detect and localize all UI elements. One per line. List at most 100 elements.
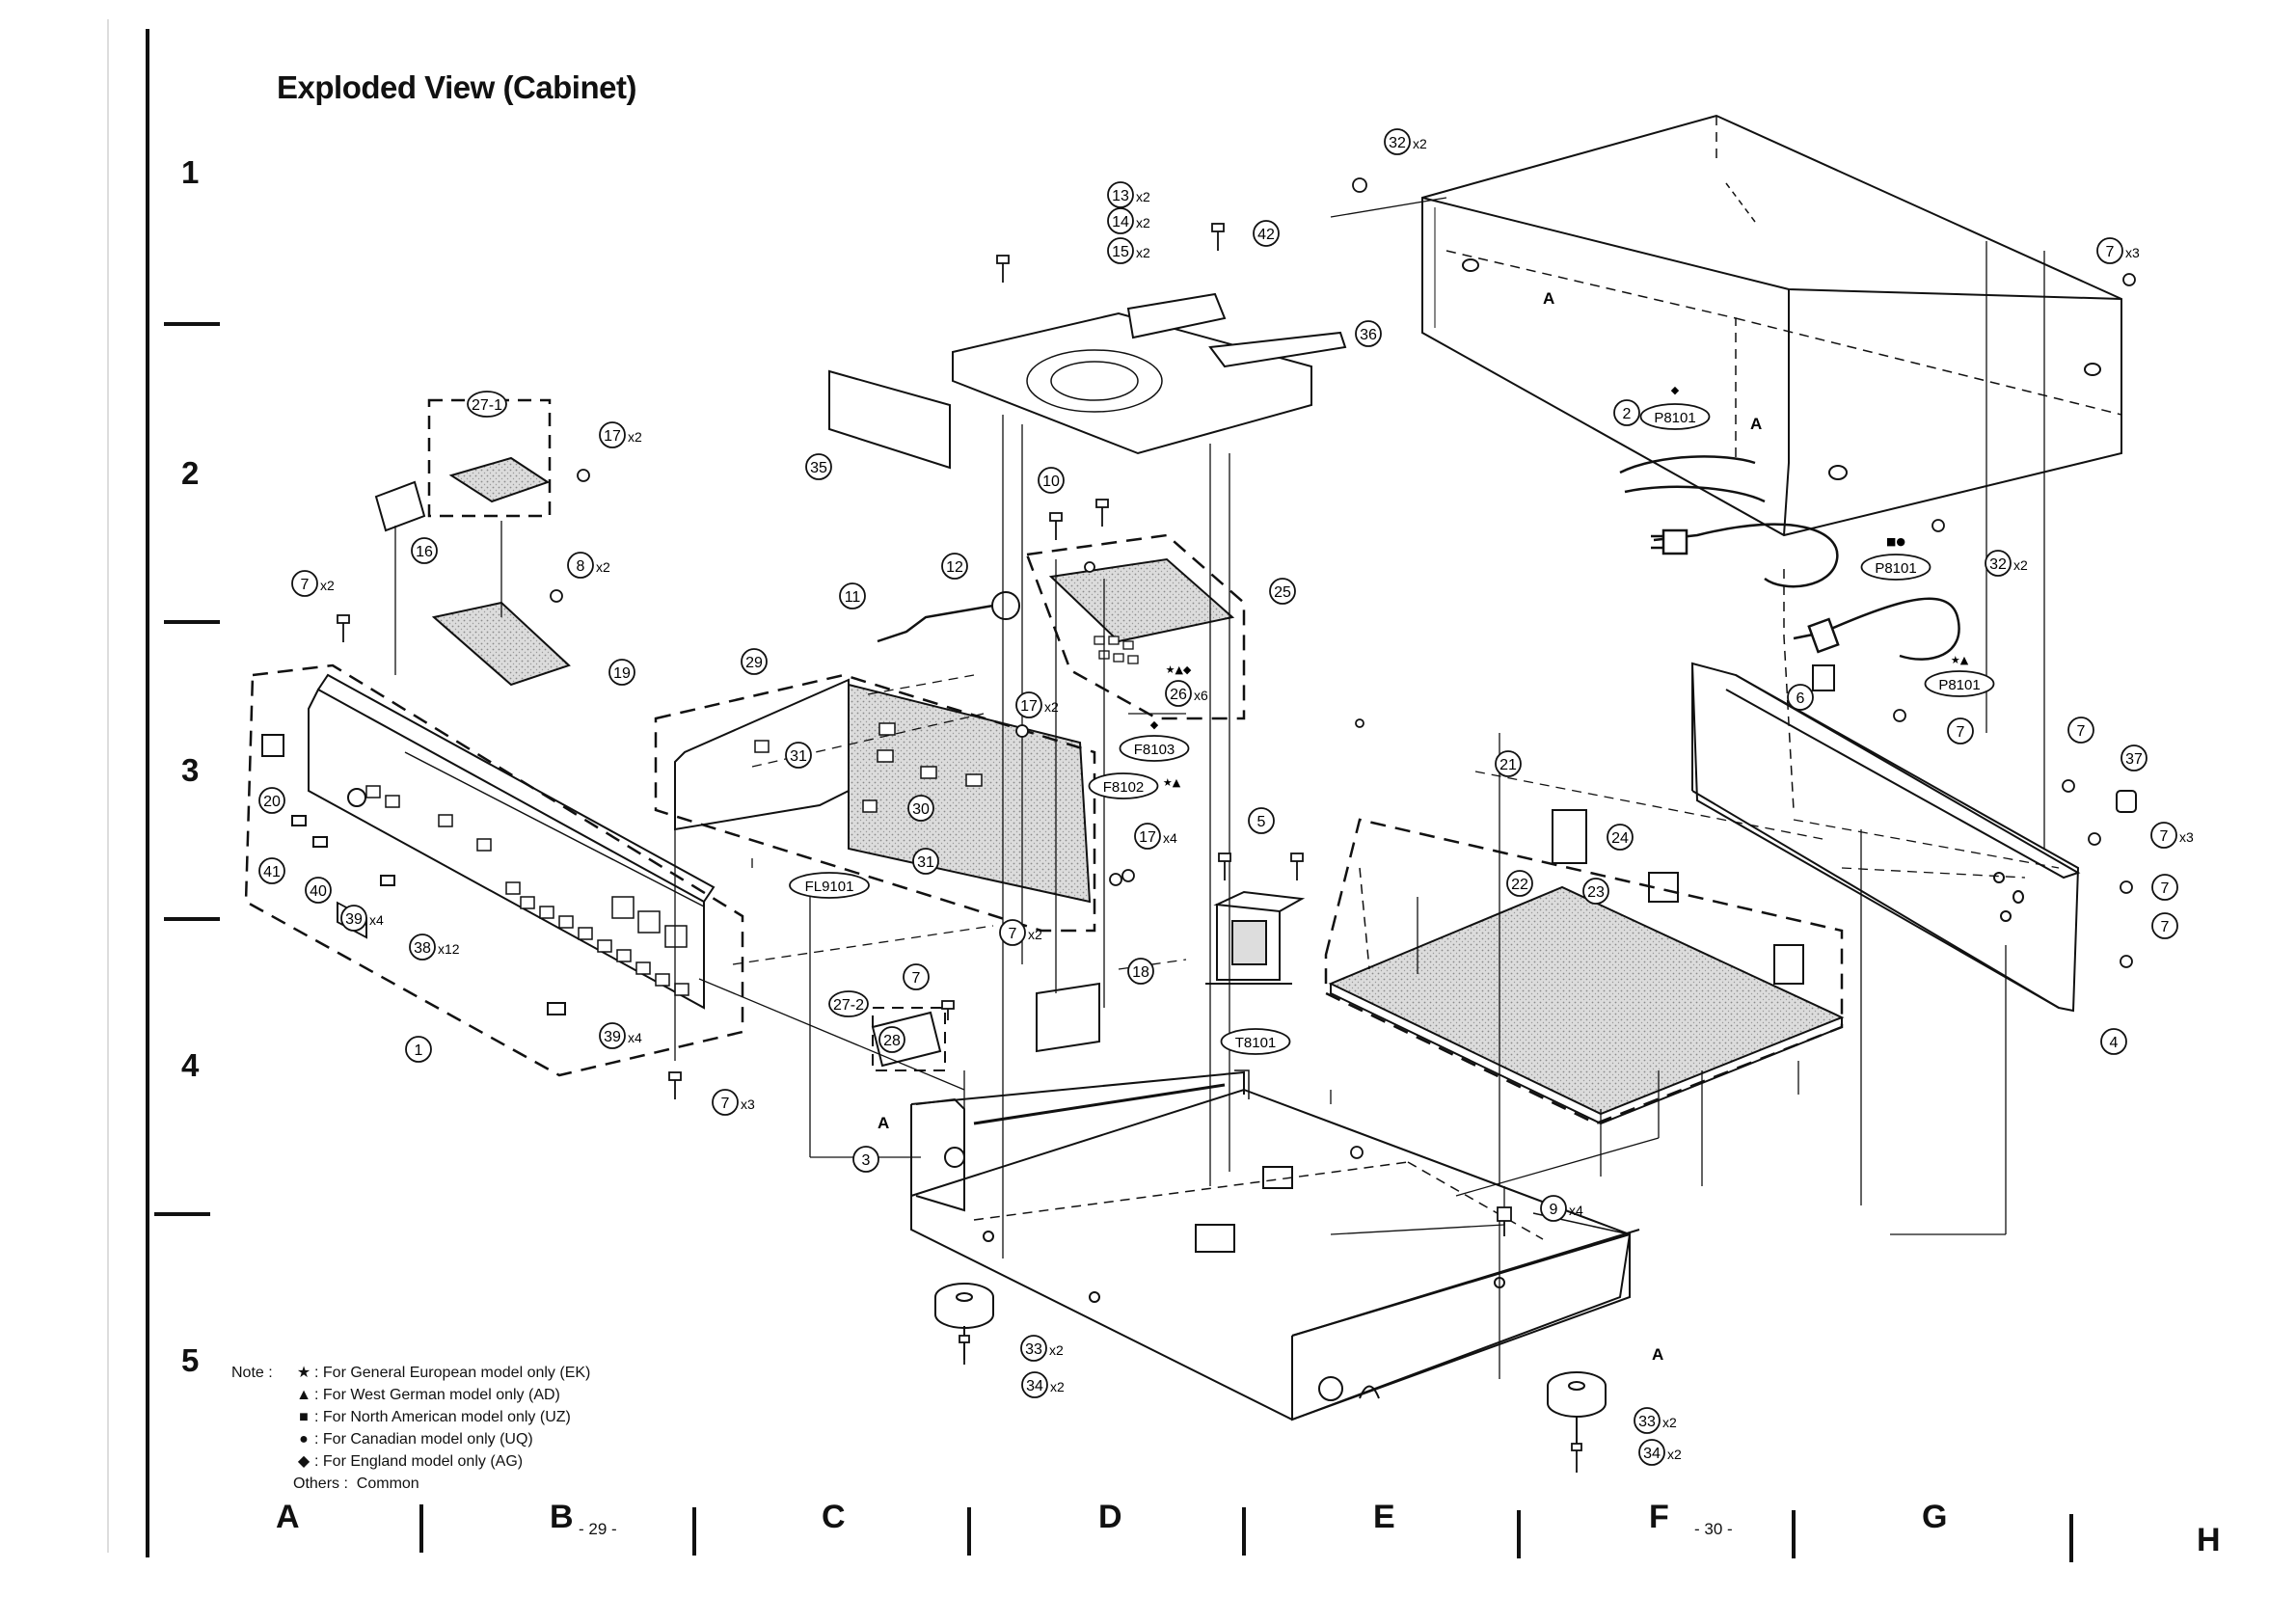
callout-label: 17: [604, 428, 621, 445]
callout-21: 21: [1495, 750, 1522, 777]
callout-circle: [785, 742, 812, 769]
callout-circle: [1355, 320, 1382, 347]
fuse-holders: [1094, 636, 1139, 664]
callout-circle: [878, 1026, 905, 1053]
button-part: [547, 1002, 566, 1015]
callout-quantity: x2: [1044, 699, 1059, 715]
callout-circle: [1165, 680, 1192, 707]
callout-label: 7: [2160, 828, 2169, 845]
callout-35: 35: [805, 453, 832, 480]
callout-label: F8103: [1134, 742, 1175, 758]
callout-label: 37: [2125, 751, 2143, 768]
callout-label: 31: [917, 854, 934, 871]
callout-circle: [1495, 750, 1522, 777]
callout-label: 20: [263, 794, 281, 810]
triangle-icon: ▲: [296, 1387, 311, 1403]
callout-36: 36: [1355, 320, 1382, 347]
callout-label: 32: [1989, 556, 2007, 573]
callout-p8101: P8101: [1639, 403, 1711, 430]
callout-28: 28: [878, 1026, 905, 1053]
transformer: [1205, 890, 1306, 985]
callout-label: 7: [912, 970, 921, 987]
model-mark: ◆: [1150, 718, 1159, 731]
callout-quantity: x2: [1413, 136, 1427, 151]
callout-27-1: 27-1: [467, 391, 507, 418]
others-label: Others :: [293, 1475, 348, 1492]
reference-letter-a: A: [1543, 289, 1554, 308]
model-mark: ★▲◆: [1166, 663, 1192, 676]
callout-6: 6: [1787, 684, 1814, 711]
callout-label: 8: [577, 558, 585, 575]
pcb-19: [431, 601, 571, 687]
callout-20: 20: [258, 787, 285, 814]
callout-label: 7: [301, 577, 310, 593]
callout-label: 22: [1511, 877, 1528, 893]
callout-label: 34: [1643, 1446, 1661, 1462]
front-panel: [308, 673, 716, 1010]
callout-circle: [1613, 399, 1640, 426]
group-outline-27-2: [872, 1007, 946, 1071]
note-text: : For Canadian model only (UQ): [314, 1431, 533, 1448]
reference-letter-a: A: [1750, 415, 1762, 433]
pcb-25: [1048, 557, 1235, 643]
callout-26: 26 x6: [1165, 680, 1208, 707]
callout-circle: [1985, 550, 2012, 577]
callout-label: 26: [1170, 687, 1187, 703]
star-icon: ★: [296, 1365, 311, 1381]
bracket-18: [1036, 982, 1100, 1053]
callout-label: T8101: [1235, 1035, 1277, 1051]
column-letter-g: G: [1922, 1499, 1948, 1535]
callout-label: 17: [1020, 698, 1038, 715]
diamond-icon: ◆: [297, 1453, 311, 1470]
callout-circle: [1634, 1407, 1661, 1434]
callout-circle: [258, 857, 285, 884]
column-letter-c: C: [822, 1499, 846, 1535]
callout-circle: [1015, 691, 1042, 718]
callout-19: 19: [608, 659, 635, 686]
callout-circle: [1021, 1371, 1048, 1398]
callout-label: 21: [1499, 757, 1517, 773]
callout-circle: [2096, 237, 2123, 264]
callout-circle: [2067, 717, 2094, 744]
callout-circle: [1639, 403, 1711, 430]
callout-quantity: x4: [1569, 1203, 1583, 1218]
callout-circle: [467, 391, 507, 418]
callout-37: 37: [2120, 744, 2147, 771]
callout-label: 35: [810, 460, 827, 476]
callout-quantity: x2: [628, 429, 642, 445]
front-group-outline: [244, 663, 744, 1077]
callout-label: 7: [2161, 880, 2170, 897]
callout-circle: [1020, 1335, 1047, 1362]
callout-circle: [405, 1036, 432, 1063]
callout-10: 10: [1038, 467, 1065, 494]
callout-circle: [1119, 735, 1190, 762]
row-number-3: 3: [181, 752, 200, 788]
mark-layer: ◆■●★▲★▲◆◆★▲: [1150, 384, 1969, 789]
callout-circle: [1540, 1195, 1567, 1222]
callout-25: 25: [1269, 578, 1296, 605]
row-number-5: 5: [181, 1342, 200, 1378]
callout-circle: [839, 582, 866, 609]
callout-circle: [1787, 684, 1814, 711]
callout-label: 39: [604, 1029, 621, 1045]
callout-circle: [608, 659, 635, 686]
callout-quantity: x6: [1194, 688, 1208, 703]
callout-label: 30: [912, 801, 930, 818]
callout-circle: [2100, 1028, 2127, 1055]
callout-circle: [912, 848, 939, 875]
power-cords: [1619, 455, 1960, 661]
callout-label: 2: [1623, 406, 1632, 422]
callout-31: 31: [785, 742, 812, 769]
button-part: [380, 875, 395, 886]
callout-circle: [1924, 670, 1995, 697]
callout-label: P8101: [1938, 677, 1980, 693]
callout-circle: [1038, 467, 1065, 494]
